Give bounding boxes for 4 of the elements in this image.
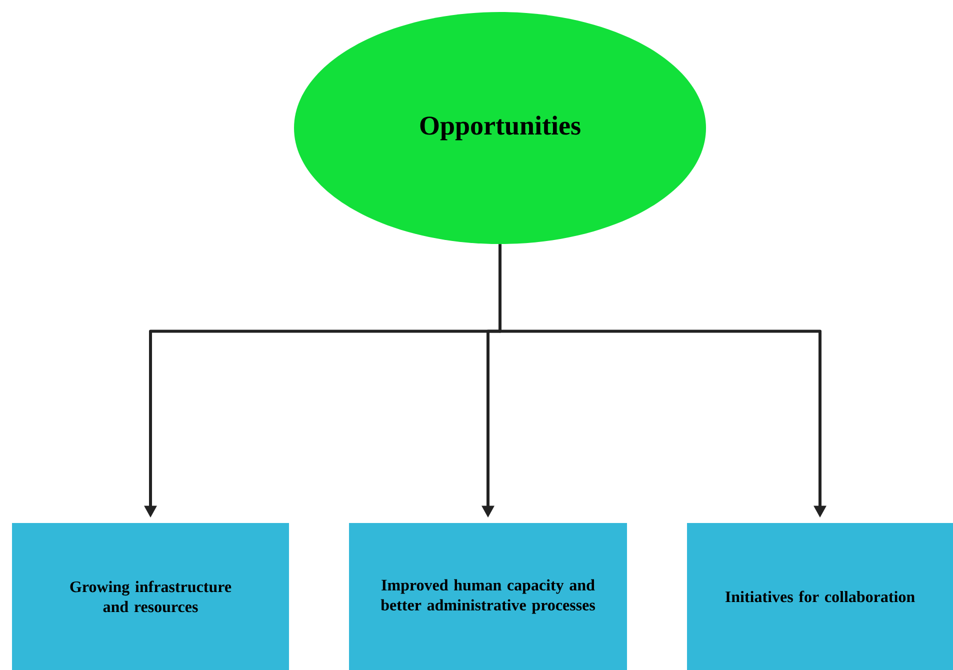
process-box: Improved human capacity and better administrative processes: [349, 523, 627, 670]
ellipse-node: Opportunities: [294, 12, 706, 244]
process-box: Growing infrastructure and resources: [12, 523, 289, 670]
process-box: Initiatives for collaboration: [687, 523, 953, 670]
